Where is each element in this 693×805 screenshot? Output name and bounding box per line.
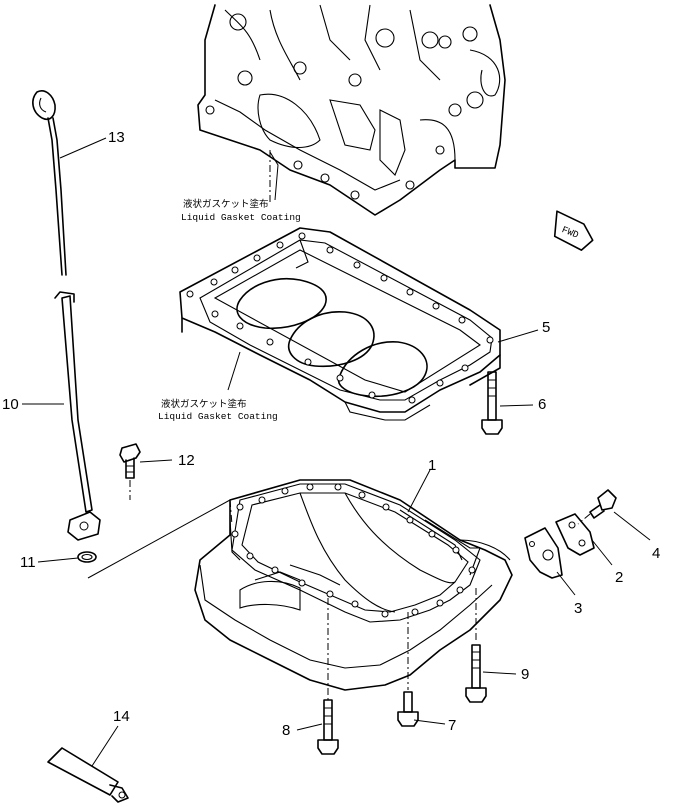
callout-10: 10 <box>2 396 19 413</box>
callout-9: 9 <box>521 666 529 683</box>
callout-1: 1 <box>428 457 436 474</box>
bolt-7 <box>397 691 419 727</box>
bracket-3 <box>524 527 563 579</box>
oil-pan-spacer <box>179 227 501 421</box>
callout-6: 6 <box>538 396 546 413</box>
bracket-2 <box>555 513 595 556</box>
callout-13: 13 <box>108 129 125 146</box>
callout-3: 3 <box>574 600 582 617</box>
callout-7: 7 <box>448 717 456 734</box>
gasket-note-upper-en: Liquid Gasket Coating <box>181 212 301 223</box>
callout-12: 12 <box>178 452 195 469</box>
callout-14: 14 <box>113 708 130 725</box>
gasket-note-lower-en: Liquid Gasket Coating <box>158 411 278 422</box>
fwd-label: FWD <box>560 224 580 241</box>
bolt-12 <box>119 443 141 500</box>
dipstick-guide-tube <box>54 291 101 541</box>
o-ring-11 <box>77 551 97 563</box>
bolt-6 <box>481 371 503 435</box>
callout-2: 2 <box>615 569 623 586</box>
gasket-note-upper-jp: 液状ガスケット塗布 <box>183 198 269 210</box>
dipstick <box>32 90 67 276</box>
liquid-gasket-tube <box>47 747 129 803</box>
bolt-8 <box>317 699 339 755</box>
bolt-9 <box>465 644 487 703</box>
callout-labels: 1 2 3 4 5 6 7 8 9 10 11 12 13 14 <box>2 129 660 739</box>
gasket-note-lower: 液状ガスケット塗布 Liquid Gasket Coating <box>158 398 278 422</box>
gasket-note-upper: 液状ガスケット塗布 Liquid Gasket Coating <box>181 198 301 223</box>
callout-8: 8 <box>282 722 290 739</box>
oil-pan <box>194 479 513 691</box>
callout-4: 4 <box>652 545 660 562</box>
callout-5: 5 <box>542 319 550 336</box>
engine-block <box>197 4 506 216</box>
gasket-note-lower-jp: 液状ガスケット塗布 <box>161 398 247 410</box>
leader-lines <box>22 137 651 767</box>
bolt-4 <box>577 489 617 525</box>
callout-11: 11 <box>20 554 36 571</box>
fwd-arrow-tag: FWD <box>553 210 594 251</box>
